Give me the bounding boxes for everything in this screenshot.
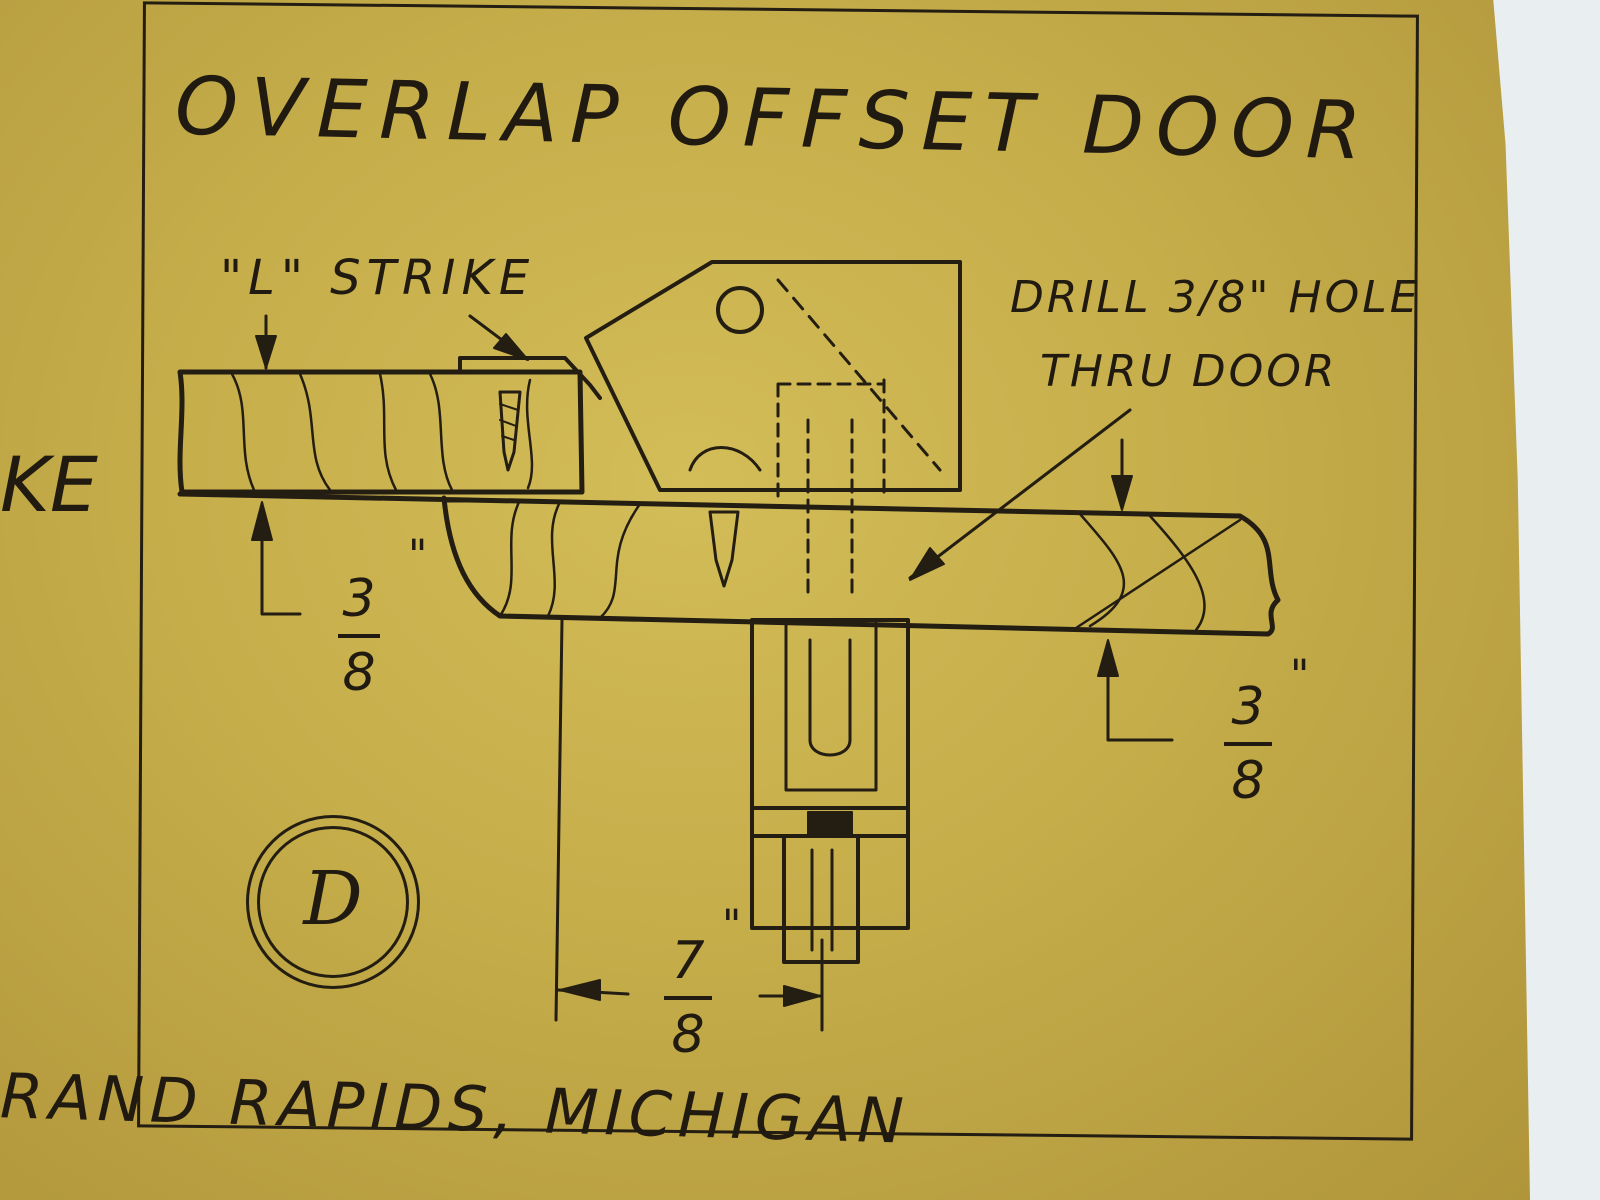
hidden-bolt (776, 378, 886, 502)
mounting-block (750, 618, 910, 930)
dim-bottom-offset: 7 8 (662, 930, 714, 1066)
dim-denominator: 8 (1231, 751, 1265, 811)
upper-door-board (177, 369, 585, 495)
dim-denominator: 8 (342, 643, 376, 703)
dim-unit: " (1290, 650, 1310, 699)
dim-numerator: 3 (1231, 677, 1265, 737)
dim-numerator: 7 (671, 931, 705, 991)
drill-label-line1: DRILL 3/8" HOLE (1010, 272, 1421, 323)
fraction-bar (1224, 742, 1272, 746)
fraction-bar (338, 634, 380, 638)
drill-leader (908, 408, 1132, 580)
drill-label-line2: THRU DOOR (1040, 346, 1338, 397)
right-dim-leader (1106, 640, 1174, 742)
dim-numerator: 3 (342, 569, 376, 629)
latch-plate (584, 260, 962, 492)
bottom-dim-left-ext (554, 618, 564, 1022)
left-edge-partial-text: KE (0, 440, 98, 529)
dim-unit: " (408, 530, 428, 579)
dim-denominator: 8 (671, 1005, 705, 1065)
l-strike-label: "L" STRIKE (220, 250, 536, 306)
fraction-bar (664, 996, 712, 1000)
l-strike-plate (458, 356, 602, 400)
strike-screw (498, 390, 522, 472)
latch-pivot-hole (716, 286, 764, 334)
dim-unit: " (722, 900, 742, 949)
dim-right-thickness: 3 8 (1222, 676, 1274, 812)
dim-left-thickness: 3 8 (336, 568, 382, 704)
lower-screw (708, 510, 740, 588)
drawing-badge: D (246, 815, 420, 989)
lower-door-board (177, 491, 1281, 637)
badge-letter: D (303, 856, 363, 942)
